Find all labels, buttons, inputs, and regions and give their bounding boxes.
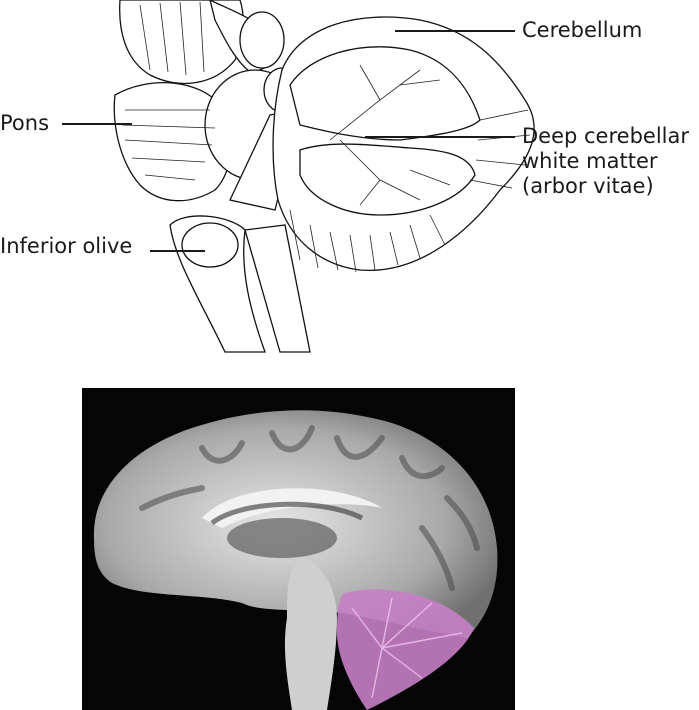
mri-sagittal-image xyxy=(82,388,515,710)
deep-white-matter-label: Deep cerebellar white matter (arbor vita… xyxy=(522,124,689,199)
cerebellum-leader-line xyxy=(395,30,515,32)
mri-brain-shape xyxy=(93,410,498,710)
cerebellum-label: Cerebellum xyxy=(522,18,643,42)
deep-white-matter-label-line-1: Deep cerebellar xyxy=(522,124,689,148)
deep-white-matter-label-line-3: (arbor vitae) xyxy=(522,174,654,198)
inferior-olive-leader-line xyxy=(150,250,205,252)
brainstem-cerebellum-illustration xyxy=(113,0,535,353)
pons-label: Pons xyxy=(0,111,50,135)
deep-white-matter-leader-line xyxy=(365,136,515,138)
pons-leader-line xyxy=(62,123,132,125)
deep-white-matter-label-line-2: white matter xyxy=(522,149,658,173)
inferior-olive-label: Inferior olive xyxy=(0,234,133,258)
